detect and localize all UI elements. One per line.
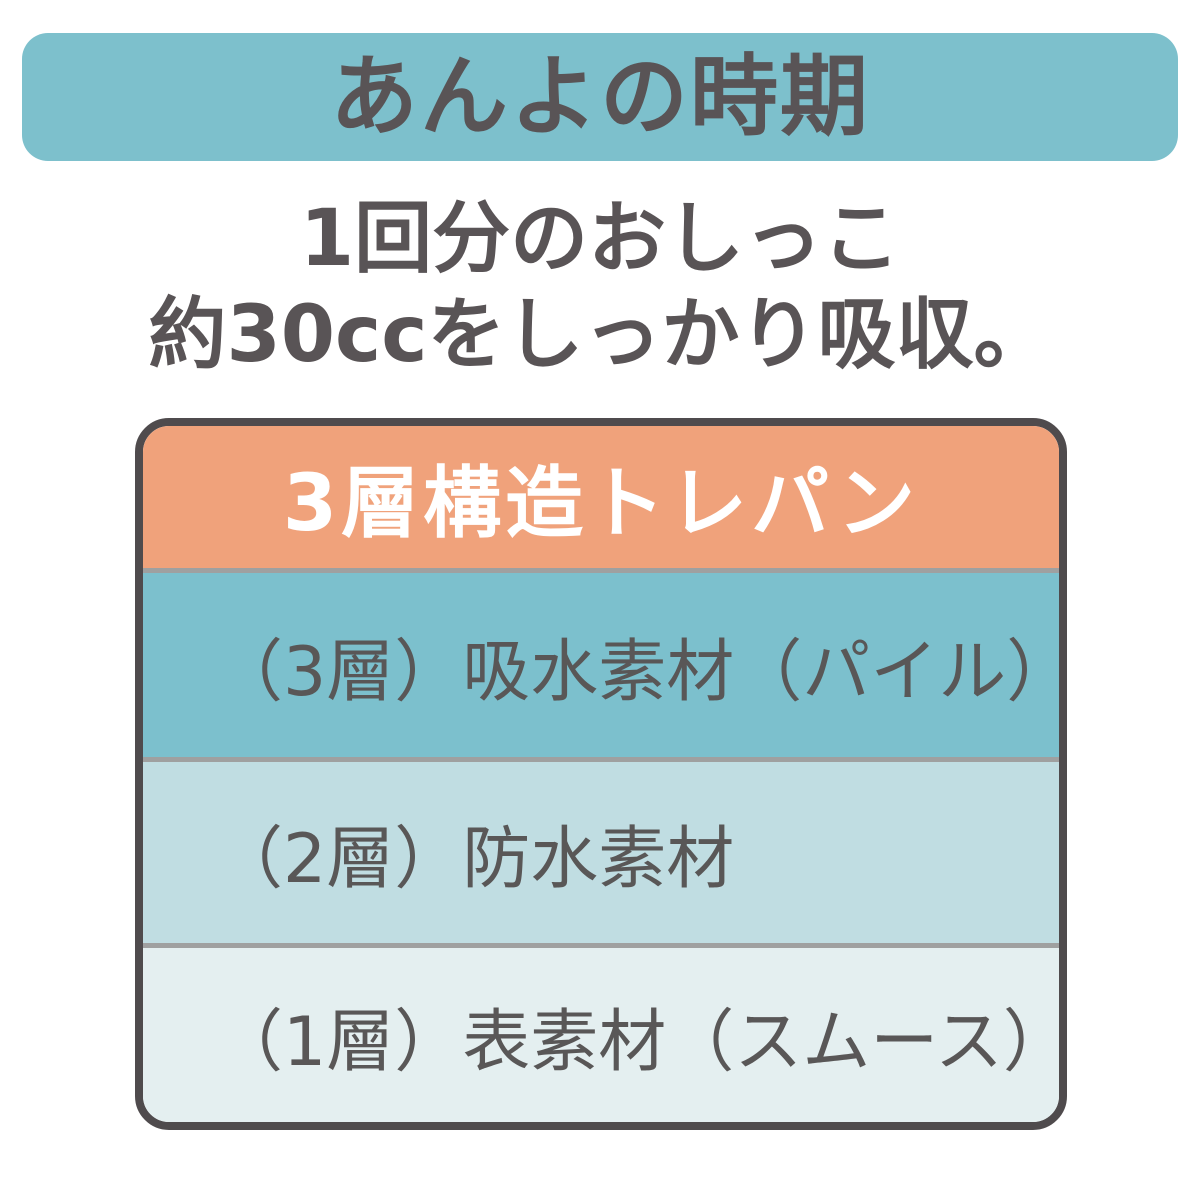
- layer-structure-card-header: 3層構造トレパン: [143, 426, 1059, 568]
- layer-row-3-label: （3層）吸水素材（パイル）: [215, 632, 1067, 712]
- layer-row-2: （2層）防水素材: [143, 762, 1059, 943]
- period-banner-label: あんよの時期: [329, 45, 870, 148]
- layer-structure-card: 3層構造トレパン （3層）吸水素材（パイル） （2層）防水素材 （1層）表素材（…: [135, 418, 1067, 1130]
- absorbency-description-line2: 約30ccをしっかり吸収。: [148, 289, 1052, 380]
- absorbency-description: 1回分のおしっこ 約30ccをしっかり吸収。: [0, 192, 1200, 384]
- divider: [143, 568, 1059, 573]
- period-banner: あんよの時期: [22, 33, 1178, 161]
- layer-row-3: （3層）吸水素材（パイル）: [143, 573, 1059, 757]
- layer-row-1: （1層）表素材（スムース）: [143, 948, 1059, 1122]
- layer-row-1-label: （1層）表素材（スムース）: [215, 1002, 1067, 1082]
- layer-row-2-label: （2層）防水素材: [215, 820, 735, 899]
- divider: [143, 943, 1059, 948]
- layer-structure-card-title: 3層構造トレパン: [282, 459, 920, 549]
- divider: [143, 757, 1059, 762]
- absorbency-description-line1: 1回分のおしっこ: [299, 194, 901, 284]
